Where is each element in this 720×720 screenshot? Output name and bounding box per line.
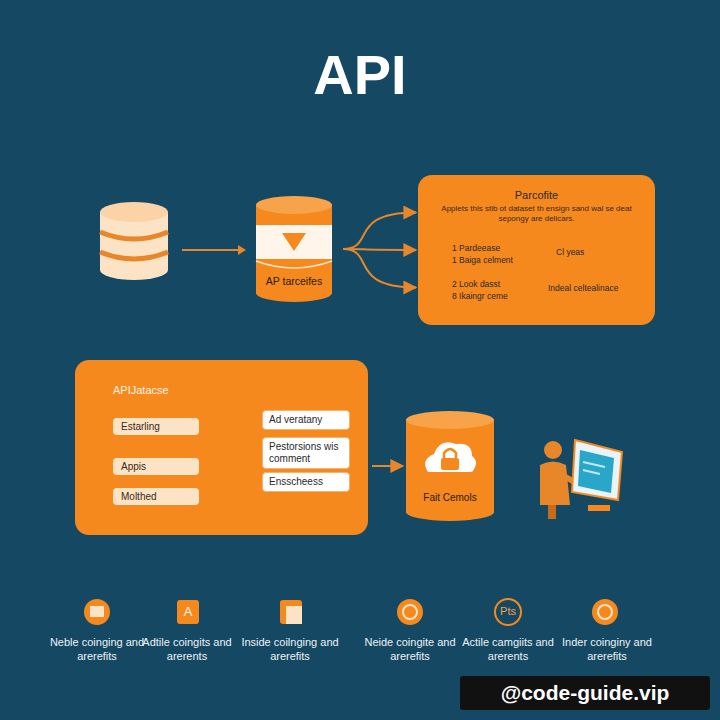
cylinder-shape [405,410,495,522]
node-text: 2 Look dasst [452,279,542,290]
icon-caption: Neble coinging and arerefits [47,636,147,664]
connector-branch [343,213,416,250]
api-cylinder: AP tarceifes [255,195,333,303]
list-item: Estarling [113,418,199,435]
detail-box: Ensscheess [262,472,350,492]
icon-caption: Inder coinginy and arerefits [555,636,659,664]
node-text: 1 Pardeease [452,243,542,254]
node-text: Parcofite [418,189,655,203]
node-text: Fait Cemols [405,492,495,505]
icon-caption: Inside coilnging and arerefits [240,636,340,664]
detail-box: Ad veratany [262,410,350,430]
icon-text: Pts [493,605,523,619]
secure-cylinder: Fait Cemols [405,410,495,522]
node-text: Indeal celtealinace [548,283,648,294]
node-text: AP tarceifes [255,275,333,288]
connector-branch [343,249,416,288]
detail-box: Pestorsions wis comment [262,437,350,469]
list-item: Appis [113,458,199,475]
node-text: 8 Ikaingr ceme [452,291,542,302]
node-text: Applets this stib ot dataset th ensign s… [432,204,641,224]
icon-caption: Neide coingite and arerefits [358,636,462,664]
database-icon [100,202,168,280]
group-panel: APIJatacseEstarlingAppisMolthed Ad verata… [75,360,368,535]
connector [343,213,416,288]
icon-caption: Actile camgiits and arerents [458,636,558,664]
node-text: Ad veratany [262,410,350,430]
icon-row [84,599,618,625]
node-text: Estarling [113,418,199,435]
person-computer [540,440,622,519]
node-text: 1 Baiga celment [452,255,542,266]
list-item: Molthed [113,488,199,505]
icon-caption: Adtile coingits and arerents [137,636,237,664]
node-text: Molthed [113,488,199,505]
connector-line [372,465,403,467]
node-text: Cl yeas [556,247,646,258]
connector-branch [343,249,416,250]
watermark: @code-guide.vip [460,676,710,710]
node-text: Pestorsions wis comment [262,437,350,469]
connector [372,466,403,467]
node-text: APIJatacse [113,384,273,398]
title: API [0,42,720,107]
info-panel: ParcofiteApplets this stib ot dataset th… [418,175,655,325]
icon-text: A [177,604,199,620]
node-text: Appis [113,458,199,475]
flow-arrow [182,245,246,255]
node-text: Ensscheess [262,472,350,492]
